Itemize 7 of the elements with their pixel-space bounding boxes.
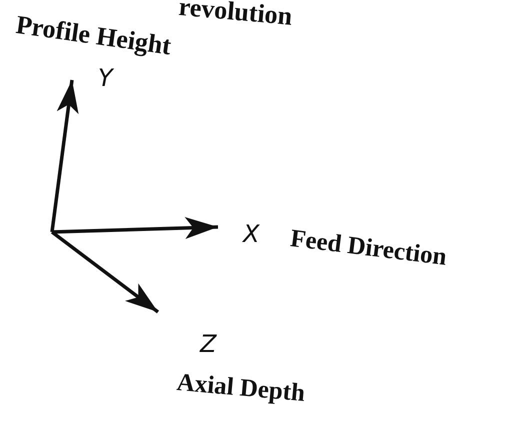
axis-letter: Y bbox=[98, 66, 113, 90]
axis-title: Axial Depth bbox=[176, 370, 306, 406]
caption-text: revolution bbox=[178, 0, 294, 30]
axis-title: Profile Height bbox=[14, 12, 173, 60]
axis-letter: Z bbox=[200, 332, 216, 356]
axis-letter: X bbox=[243, 222, 260, 246]
axis-title: Feed Direction bbox=[288, 226, 448, 270]
